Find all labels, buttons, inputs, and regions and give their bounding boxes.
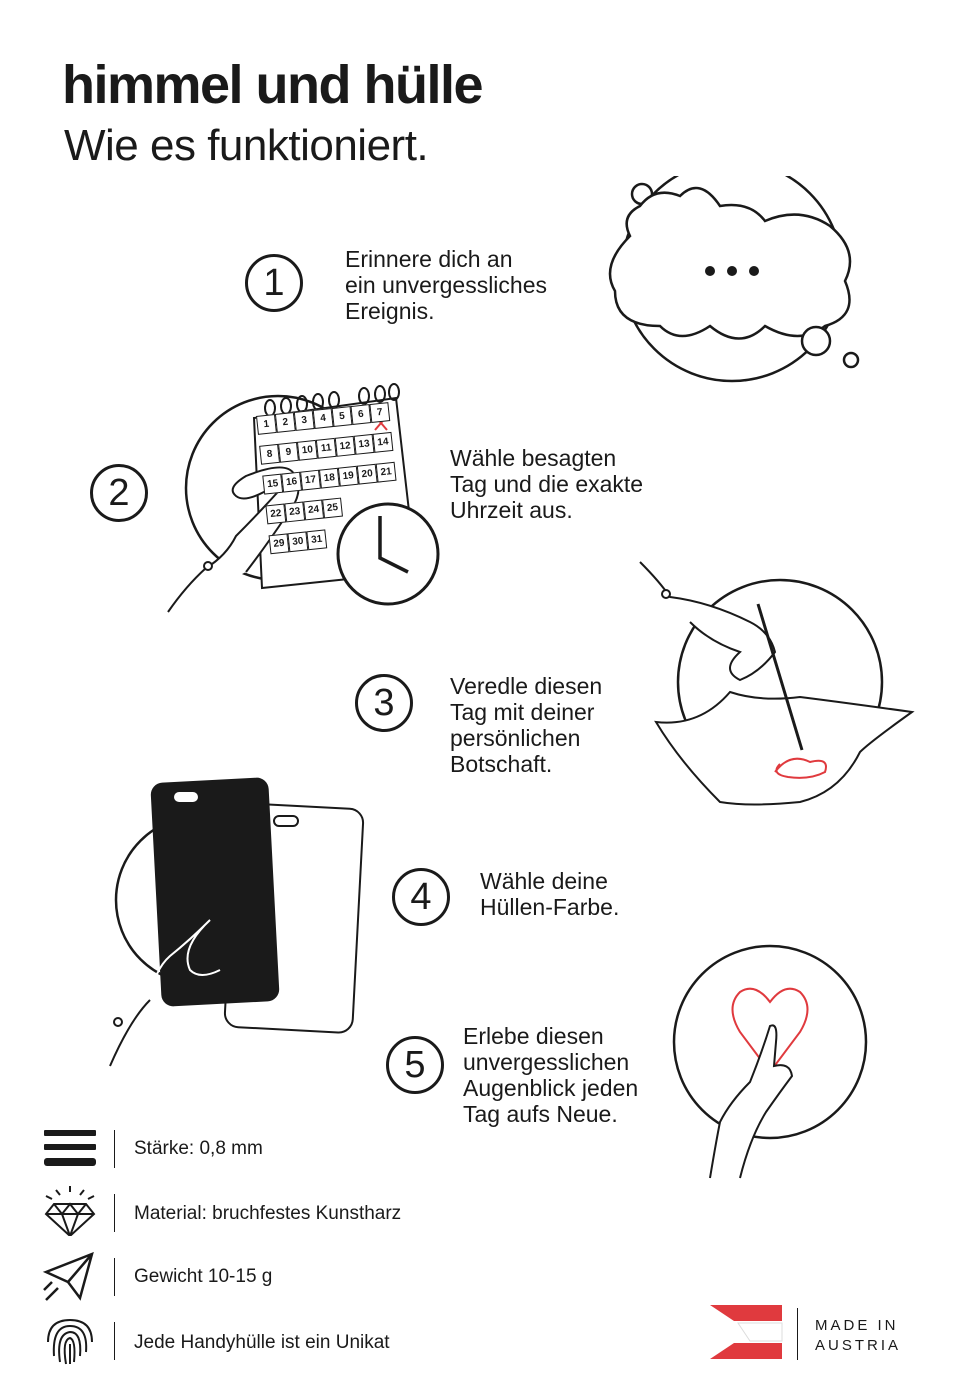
spec-material: Material: bruchfestes Kunstharz xyxy=(134,1203,402,1224)
page-title: himmel und hülle xyxy=(62,55,484,115)
spec-divider xyxy=(114,1194,115,1232)
calendar-day: 15 xyxy=(262,473,284,495)
step-4-number: 4 xyxy=(392,868,450,926)
calendar-day: 7 xyxy=(369,402,391,423)
spec-thickness: Stärke: 0,8 mm xyxy=(134,1138,263,1159)
step-5-text: Erlebe diesen unvergesslichen Augenblick… xyxy=(463,1023,639,1127)
diamond-icon xyxy=(44,1186,96,1236)
step-5-number: 5 xyxy=(386,1036,444,1094)
calendar-day: 1 xyxy=(256,414,277,435)
calendar-day: 6 xyxy=(350,404,372,425)
calendar-day: 19 xyxy=(337,465,359,487)
calendar-day: 31 xyxy=(306,529,328,551)
calendar-day: 3 xyxy=(293,410,315,431)
calendar-day: 11 xyxy=(315,437,337,459)
calendar-day: 29 xyxy=(268,533,290,555)
layers-icon xyxy=(44,1130,96,1166)
badge-divider xyxy=(797,1308,798,1360)
calendar-day: 25 xyxy=(322,497,343,519)
calendar-day: 21 xyxy=(375,461,397,483)
spec-divider xyxy=(114,1258,115,1296)
step-4-text: Wähle deine Hüllen-Farbe. xyxy=(480,868,620,920)
calendar-day: 4 xyxy=(312,408,334,429)
step-2-number: 2 xyxy=(90,464,148,522)
thought-cloud-illustration xyxy=(608,176,860,383)
step-1-number: 1 xyxy=(245,254,303,312)
austria-line: AUSTRIA xyxy=(815,1337,902,1354)
heart-touch-illustration xyxy=(672,944,868,1179)
calendar-day: 9 xyxy=(278,441,299,463)
made-in-austria-text: MADE IN AUSTRIA xyxy=(815,1316,901,1356)
calendar-day: 17 xyxy=(300,469,321,491)
step-3-number: 3 xyxy=(355,674,413,732)
spec-divider xyxy=(114,1322,115,1360)
step-2-text: Wähle besagten Tag und die exakte Uhrzei… xyxy=(450,445,644,523)
phone-cases-illustration xyxy=(109,777,365,1067)
step-3-text: Veredle diesen Tag mit deiner persönlich… xyxy=(450,673,603,777)
page-subtitle: Wie es funktioniert. xyxy=(64,121,429,170)
calendar-day: 8 xyxy=(259,443,281,465)
made-in-line: MADE IN xyxy=(815,1317,899,1334)
calendar-day: 5 xyxy=(331,406,353,427)
calendar-day: 20 xyxy=(356,463,378,485)
calendar-day: 10 xyxy=(296,439,318,461)
calendar-day: 12 xyxy=(334,435,356,457)
calendar-day: 2 xyxy=(274,412,296,433)
calendar-day: 14 xyxy=(372,431,394,453)
spec-unique: Jede Handyhülle ist ein Unikat xyxy=(134,1332,390,1353)
writing-heart-illustration xyxy=(639,561,915,806)
fingerprint-icon xyxy=(47,1318,93,1365)
paper-plane-icon xyxy=(42,1252,94,1301)
calendar-day: 16 xyxy=(281,471,303,493)
spec-weight: Gewicht 10-15 g xyxy=(134,1266,273,1287)
calendar-day: 30 xyxy=(287,531,309,553)
calendar-day: 18 xyxy=(318,467,340,489)
calendar-day: 13 xyxy=(353,433,375,455)
spec-divider xyxy=(114,1130,115,1168)
calendar-day: 23 xyxy=(284,501,306,523)
austria-flag-logo xyxy=(710,1305,783,1359)
calendar-day: 22 xyxy=(265,503,287,525)
calendar-day: 24 xyxy=(303,499,325,521)
step-1-text: Erinnere dich an ein unvergessliches Ere… xyxy=(345,246,548,324)
